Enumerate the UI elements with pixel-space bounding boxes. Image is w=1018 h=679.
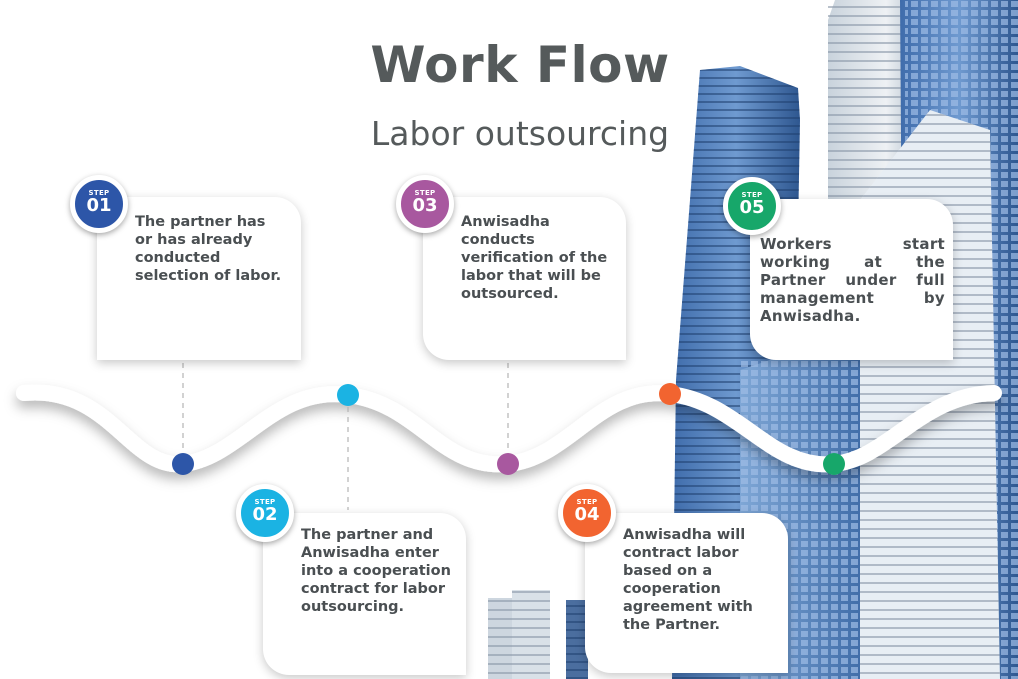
step-03-badge: STEP 03: [396, 175, 454, 233]
step-03-label: STEP: [414, 189, 436, 197]
step-card-04: Anwisadha will contract labor based on a…: [585, 513, 788, 673]
step-04-badge: STEP 04: [558, 484, 616, 542]
node-step-03: [497, 453, 519, 475]
step-card-02: The partner and Anwisadha enter into a c…: [263, 513, 466, 675]
node-step-05: [823, 453, 845, 475]
step-05-number: 05: [739, 197, 765, 218]
connector-lines: [182, 363, 509, 510]
step-05-label: STEP: [741, 191, 763, 199]
step-card-05: Workers start working at the Partner und…: [750, 199, 953, 360]
node-step-04: [659, 383, 681, 405]
step-01-number: 01: [86, 195, 112, 216]
node-step-01: [172, 453, 194, 475]
step-card-03: Anwisadha conducts verification of the l…: [423, 197, 626, 360]
step-03-description: Anwisadha conducts verification of the l…: [461, 214, 608, 302]
step-02-label: STEP: [254, 498, 276, 506]
step-02-badge: STEP 02: [236, 484, 294, 542]
step-02-number: 02: [252, 504, 278, 525]
page-title: Work Flow: [370, 36, 670, 94]
node-step-02: [337, 384, 359, 406]
step-04-number: 04: [574, 504, 600, 525]
step-04-label: STEP: [576, 498, 598, 506]
step-01-badge: STEP 01: [70, 175, 128, 233]
step-04-description: Anwisadha will contract labor based on a…: [623, 527, 753, 633]
step-02-description: The partner and Anwisadha enter into a c…: [301, 527, 451, 615]
step-01-label: STEP: [88, 189, 110, 197]
page-subtitle: Labor outsourcing: [370, 114, 670, 153]
step-05-description: Workers start working at the Partner und…: [760, 235, 945, 325]
step-05-badge: STEP 05: [723, 177, 781, 235]
step-03-number: 03: [412, 195, 438, 216]
step-01-description: The partner has or has already conducted…: [135, 214, 282, 284]
step-card-01: The partner has or has already conducted…: [97, 197, 301, 360]
